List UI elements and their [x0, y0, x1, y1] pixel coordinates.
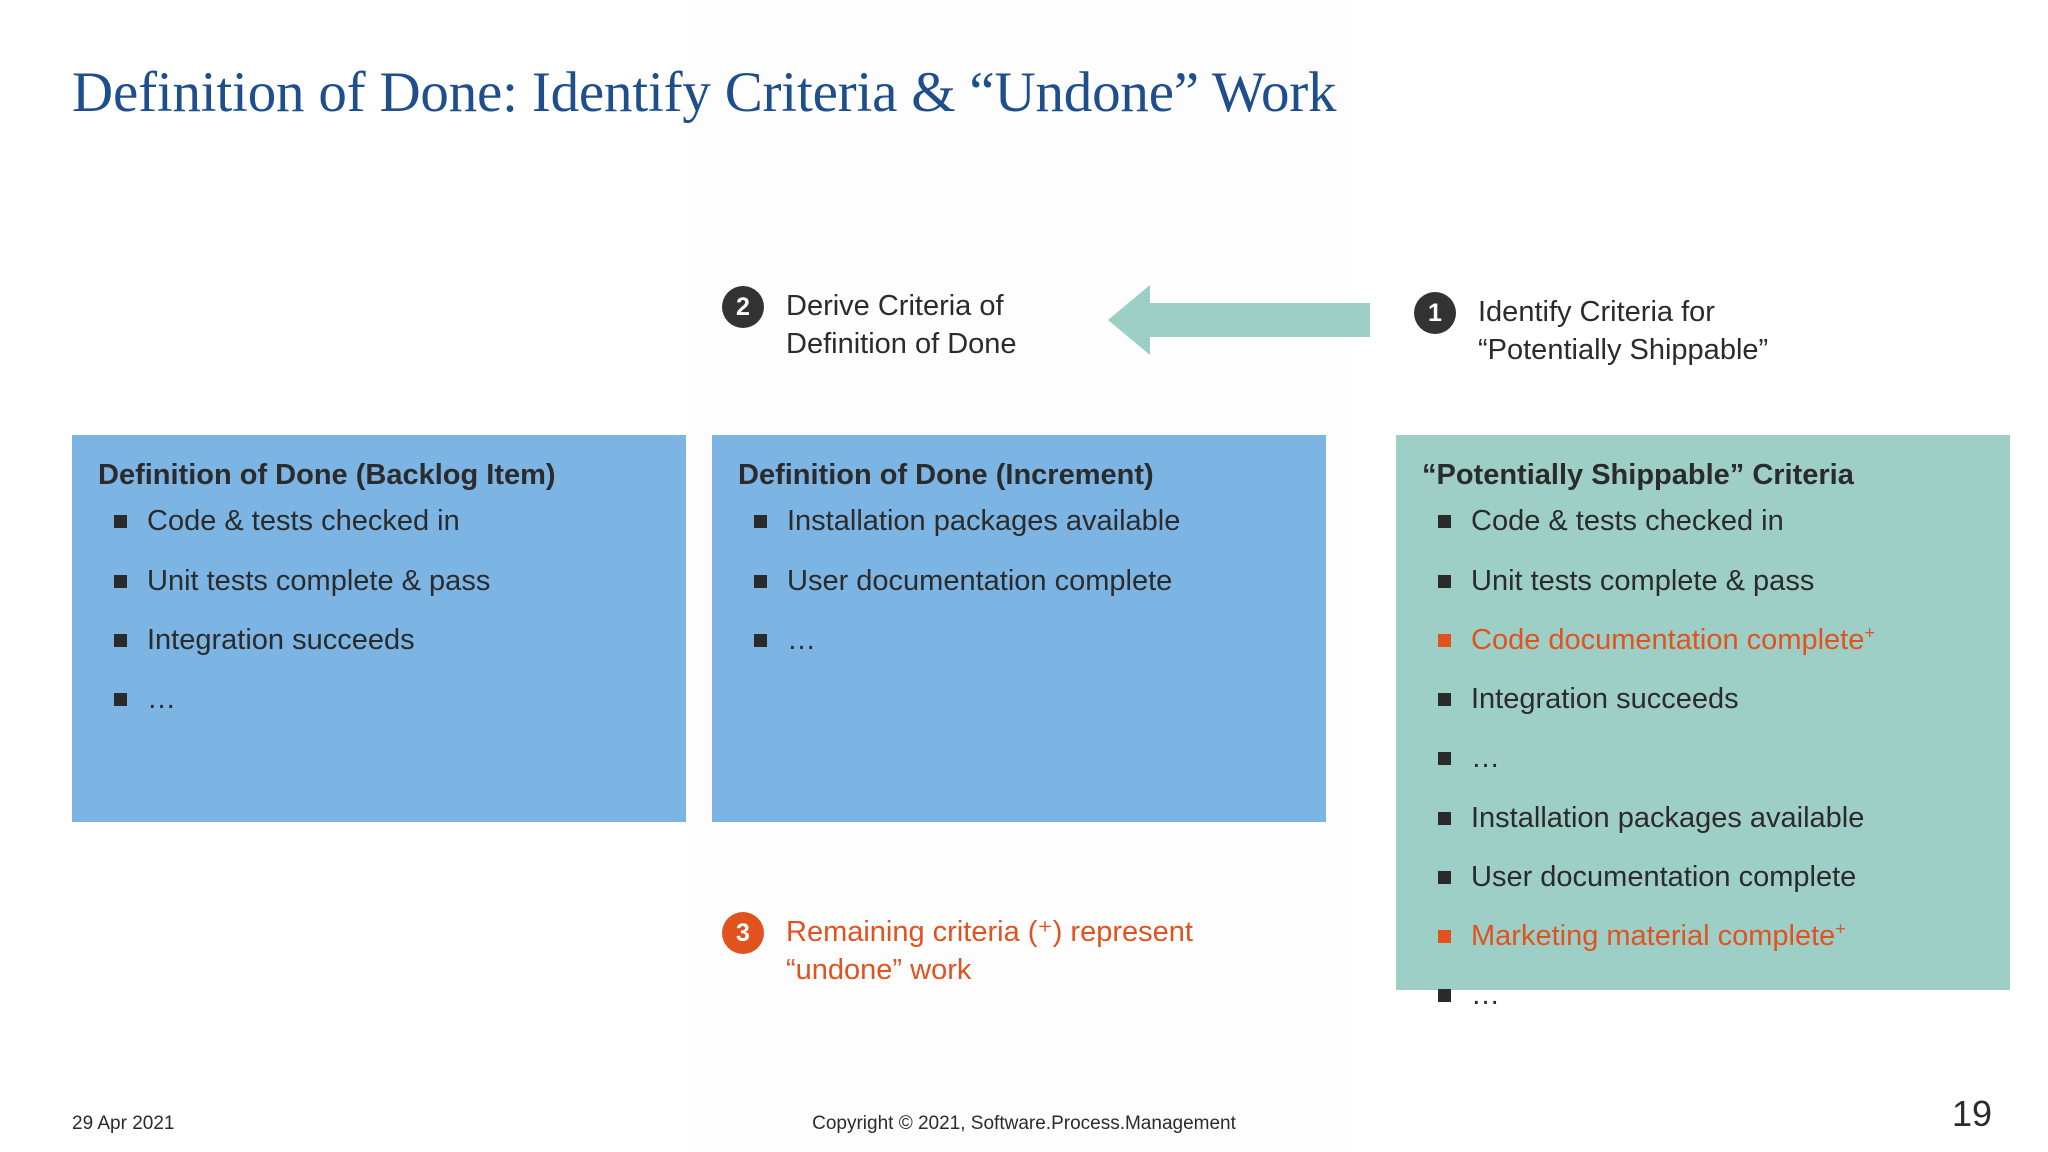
- page-number: 19: [1951, 1093, 1992, 1134]
- criteria-list-item: Installation packages available: [1422, 800, 1984, 836]
- card-title: “Potentially Shippable” Criteria: [1422, 459, 1854, 491]
- step-badge-2: 2: [722, 286, 764, 328]
- criteria-list-item: Unit tests complete & pass: [98, 563, 660, 599]
- criteria-list-item: Installation packages available: [738, 503, 1300, 539]
- criteria-label: Code & tests checked in: [1471, 505, 1784, 538]
- bullet-square-icon: [114, 515, 127, 529]
- criteria-label: …: [1471, 742, 1500, 775]
- criteria-list: Code & tests checked in Unit tests comple…: [98, 503, 660, 717]
- step-label-3: Remaining criteria (⁺) represent “undone…: [786, 916, 1193, 986]
- criteria-list-item: …: [738, 622, 1300, 658]
- card-title: Definition of Done (Backlog Item): [98, 459, 556, 491]
- bullet-square-icon: [1438, 930, 1451, 943]
- bullet-square-icon: [1438, 870, 1451, 884]
- step-badge-1: 1: [1414, 292, 1456, 334]
- criteria-label: Marketing material complete+: [1471, 918, 1846, 952]
- bullet-square-icon: [114, 693, 127, 706]
- step-callout-1: 1 Identify Criteria for “Potentially Shi…: [1414, 292, 1808, 369]
- bullet-square-icon: [114, 574, 127, 588]
- criteria-label: Installation packages available: [1471, 801, 1865, 834]
- criteria-label: Integration succeeds: [147, 623, 415, 656]
- criteria-list-item: Integration succeeds: [1422, 681, 1984, 717]
- step-badge-3: 3: [722, 912, 764, 954]
- step-callout-2: 2 Derive Criteria of Definition of Done: [722, 286, 1066, 363]
- bullet-square-icon: [1438, 752, 1451, 766]
- bullet-square-icon: [1438, 811, 1451, 825]
- bullet-square-icon: [1438, 989, 1451, 1003]
- card-definition-of-done-backlog-item: Definition of Done (Backlog Item) Code &…: [72, 435, 686, 822]
- criteria-list-item: Integration succeeds: [98, 622, 660, 658]
- criteria-list-item: Marketing material complete+: [1422, 918, 1984, 954]
- card-definition-of-done-increment: Definition of Done (Increment) Installat…: [712, 435, 1326, 822]
- bullet-square-icon: [754, 515, 767, 529]
- criteria-label: Unit tests complete & pass: [147, 564, 491, 597]
- bullet-square-icon: [754, 633, 767, 647]
- criteria-label: Code documentation complete+: [1471, 622, 1875, 656]
- arrow-left-icon: [1108, 283, 1370, 357]
- footer-copyright: Copyright © 2021, Software.Process.Manag…: [812, 1113, 1236, 1134]
- criteria-label: …: [1471, 979, 1500, 1012]
- criteria-list-item: User documentation complete: [738, 563, 1300, 599]
- criteria-label: …: [787, 623, 816, 656]
- criteria-label: …: [147, 683, 176, 715]
- criteria-list-item: Unit tests complete & pass: [1422, 563, 1984, 599]
- page-title: Definition of Done: Identify Criteria & …: [72, 61, 1337, 124]
- criteria-label: Installation packages available: [787, 505, 1181, 538]
- criteria-label: Unit tests complete & pass: [1471, 564, 1815, 597]
- undone-marker: +: [1864, 622, 1875, 643]
- criteria-list-item: …: [1422, 740, 1984, 776]
- step-label-2: Derive Criteria of Definition of Done: [786, 290, 1017, 360]
- bullet-square-icon: [1438, 633, 1451, 647]
- step-callout-3: 3 Remaining criteria (⁺) represent “undo…: [722, 912, 1316, 989]
- criteria-list-item: Code documentation complete+: [1422, 622, 1984, 658]
- criteria-label: Code & tests checked in: [147, 505, 460, 538]
- bullet-square-icon: [1438, 693, 1451, 706]
- criteria-list: Code & tests checked in Unit tests comple…: [1422, 503, 1984, 1013]
- bullet-square-icon: [754, 574, 767, 588]
- criteria-label: User documentation complete: [787, 564, 1173, 597]
- step-label-1: Identify Criteria for “Potentially Shipp…: [1478, 296, 1769, 366]
- criteria-list-item: Code & tests checked in: [1422, 503, 1984, 539]
- criteria-label: User documentation complete: [1471, 860, 1857, 893]
- card-potentially-shippable-criteria: “Potentially Shippable” Criteria Code & …: [1396, 435, 2010, 1011]
- criteria-label: Integration succeeds: [1471, 683, 1739, 715]
- criteria-list-item: …: [98, 681, 660, 717]
- bullet-square-icon: [114, 633, 127, 647]
- card-title: Definition of Done (Increment): [738, 459, 1154, 491]
- criteria-list-item: Code & tests checked in: [98, 503, 660, 539]
- bullet-square-icon: [1438, 574, 1451, 588]
- bullet-square-icon: [1438, 515, 1451, 529]
- criteria-list-item: User documentation complete: [1422, 859, 1984, 895]
- undone-marker: +: [1835, 918, 1846, 939]
- criteria-list-item: …: [1422, 977, 1984, 1013]
- footer-date: 29 Apr 2021: [72, 1113, 175, 1134]
